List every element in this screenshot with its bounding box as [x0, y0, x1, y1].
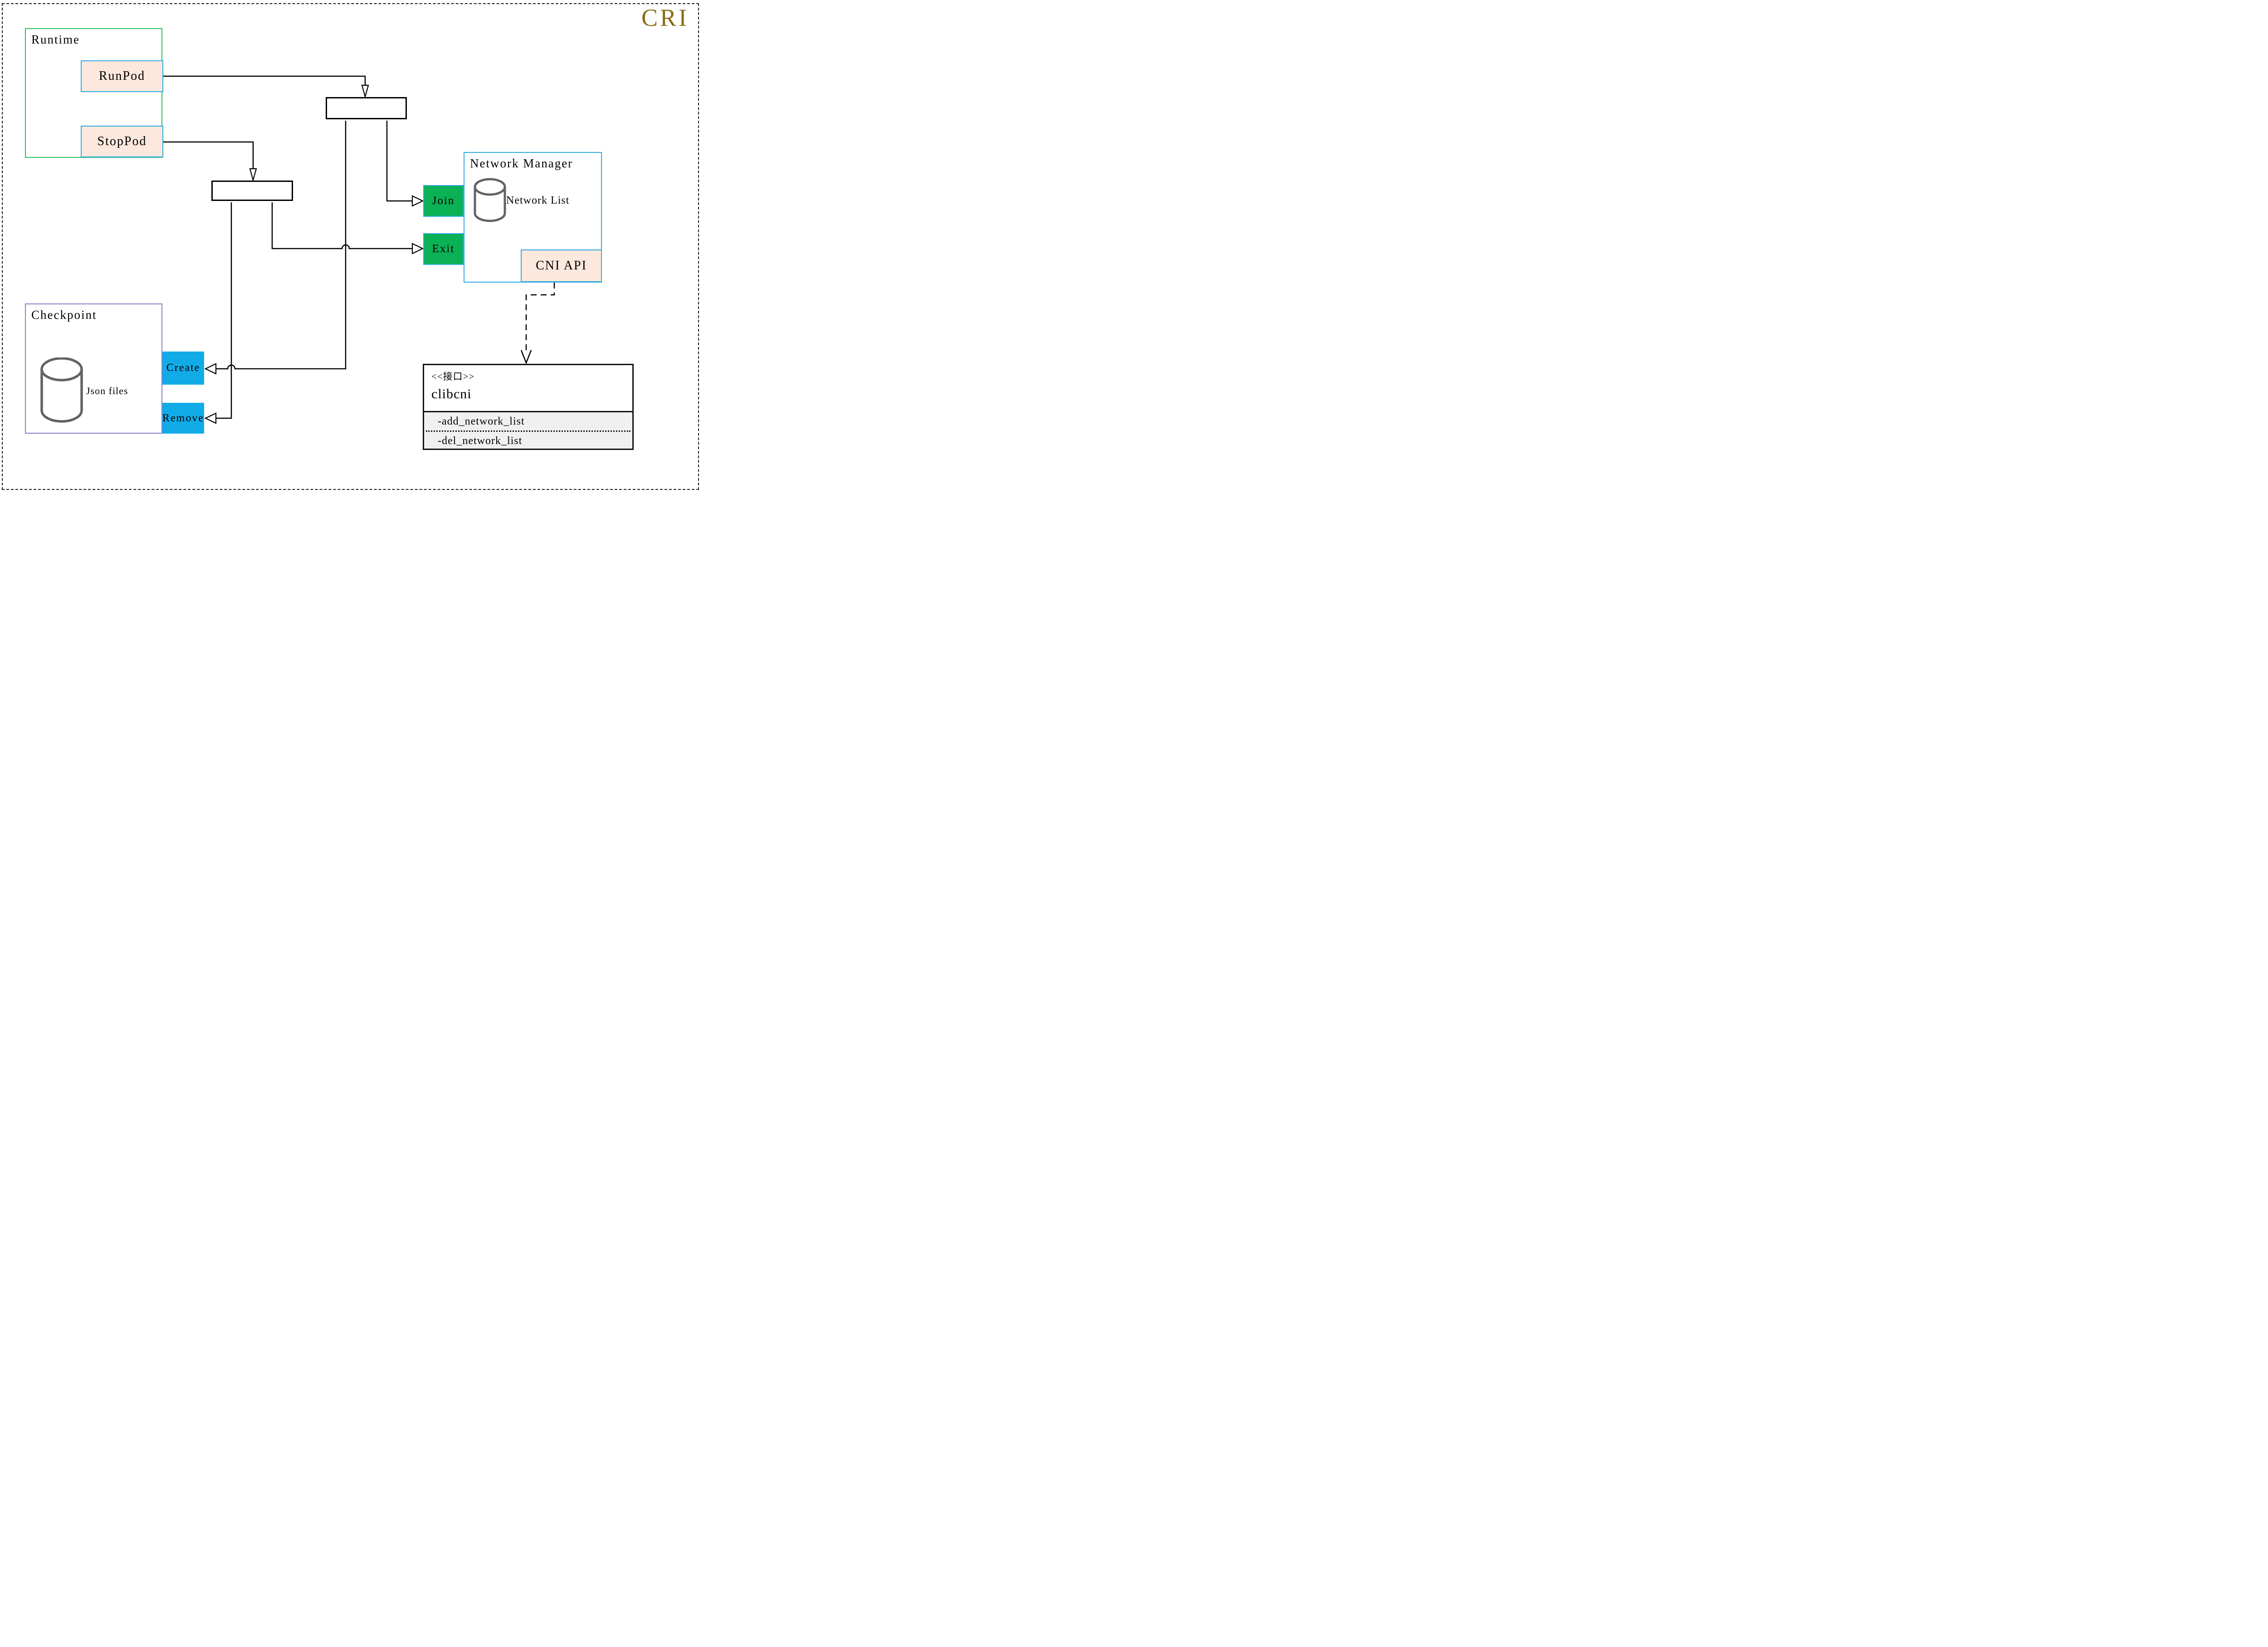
network-list-database-icon: [474, 178, 506, 222]
interface-divider: [424, 411, 632, 412]
clibcni-interface-box: <<接口>> clibcni -add_network_list -del_ne…: [423, 364, 634, 450]
dispatch-left-to-exit-arrow: [271, 202, 424, 254]
checkpoint-box-title: Checkpoint: [31, 308, 97, 322]
dispatch-node-top: [326, 97, 407, 119]
cni-api-button: CNI API: [521, 249, 602, 282]
create-button: Create: [162, 352, 204, 385]
dispatch-top-to-join-arrow: [386, 121, 424, 207]
interface-method: -del_network_list: [438, 435, 523, 447]
exit-button: Exit: [423, 233, 464, 265]
interface-methods-section: -add_network_list -del_network_list: [424, 412, 632, 449]
dispatch-left-to-remove-arrow: [204, 202, 232, 424]
interface-method-separator: [426, 430, 631, 432]
dispatch-node-left: [211, 181, 293, 201]
dispatch-top-to-create-arrow: [204, 121, 347, 375]
json-files-database-icon: [40, 357, 83, 423]
runtime-box-title: Runtime: [31, 33, 80, 46]
join-button: Join: [423, 185, 464, 217]
json-files-label: Json files: [86, 385, 128, 396]
stoppod-to-dispatch-left-arrow: [163, 141, 257, 182]
runpod-to-dispatch-top-arrow: [163, 75, 369, 99]
stoppod-button: StopPod: [81, 126, 163, 157]
interface-method: -add_network_list: [438, 415, 525, 427]
cniapi-to-clibcni-dashed-arrow: [520, 283, 555, 365]
runpod-button: RunPod: [81, 60, 163, 92]
network-manager-title: Network Manager: [470, 156, 573, 170]
remove-button: Remove: [162, 403, 204, 434]
network-list-label: Network List: [506, 195, 570, 206]
interface-name: clibcni: [431, 386, 472, 401]
diagram-canvas: CRI Runtime RunPod StopPod Network Manag…: [0, 0, 701, 493]
cri-title: CRI: [641, 4, 689, 31]
interface-stereotype: <<接口>>: [431, 371, 475, 382]
